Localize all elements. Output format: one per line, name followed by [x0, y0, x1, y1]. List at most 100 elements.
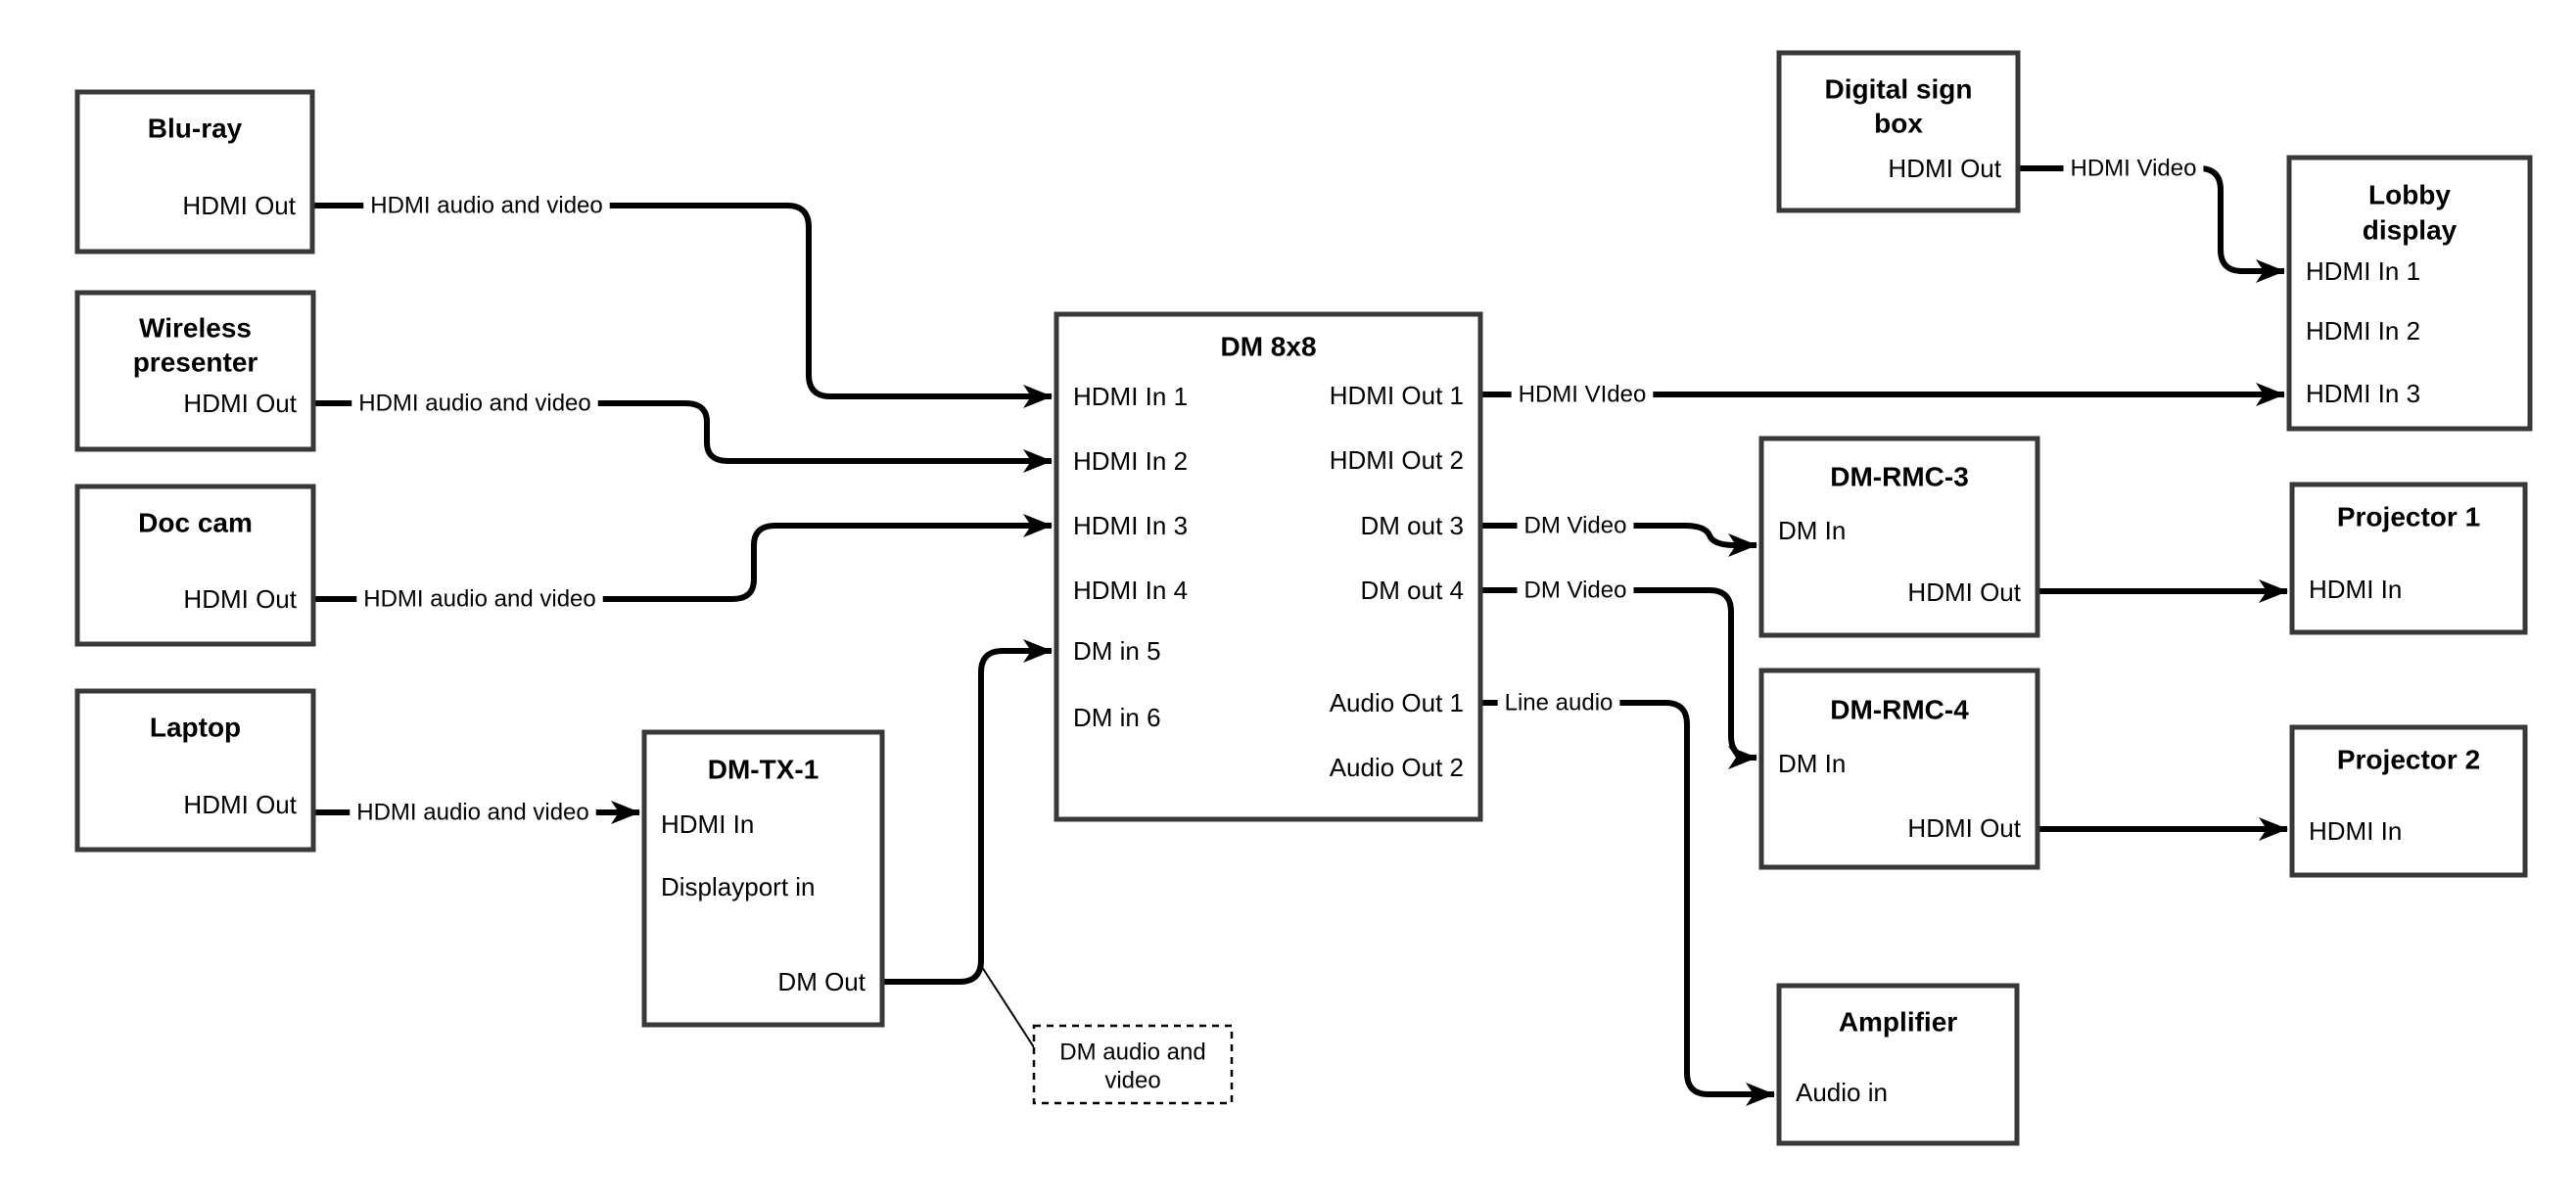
port-dm-tx-1-dm-out: DM Out [777, 967, 866, 996]
connector-audio-out-1-to-amplifier-label: Line audio [1505, 690, 1614, 716]
connector-audio-out-1-to-amplifier-label-bg [1497, 687, 1620, 718]
connector-bluray-to-hdmi-in-1-label: HDMI audio and video [370, 193, 602, 219]
port-dm-8x8-hdmi-in-4: HDMI In 4 [1073, 576, 1188, 605]
port-laptop-hdmi-out: HDMI Out [183, 790, 297, 819]
port-dm-8x8-audio-out-2: Audio Out 2 [1330, 753, 1464, 782]
port-dm-tx-1-displayport-in: Displayport in [661, 872, 816, 901]
node-amplifier-box [1776, 983, 2020, 1146]
connector-dm-out-4-to-rmc4-dm-in-label-bg [1517, 575, 1634, 606]
connector-dm-out-4-to-rmc4-dm-in [1480, 587, 1757, 769]
note-text-line-2: video [1104, 1068, 1160, 1094]
port-dm-8x8-hdmi-in-2: HDMI In 2 [1073, 446, 1188, 476]
port-lobby-display-hdmi-in-1: HDMI In 1 [2306, 256, 2420, 286]
port-dm-tx-1-hdmi-in: HDMI In [661, 809, 754, 839]
node-wireless-presenter-title-line-2: presenter [133, 347, 258, 378]
note-pointer-line [981, 966, 1035, 1048]
port-dm-8x8-hdmi-in-3: HDMI In 3 [1073, 511, 1188, 540]
port-projector-2-hdmi-in: HDMI In [2309, 816, 2402, 846]
connector-dm-out-3-to-rmc3-dm-in-label-bg [1517, 510, 1634, 541]
node-dm-rmc-3-title: DM-RMC-3 [1830, 462, 1969, 492]
connector-hdmi-out-1-to-lobby-hdmi-in-3-label: HDMI VIdeo [1519, 382, 1647, 408]
node-projector-1-box [2289, 482, 2528, 635]
connector-audio-out-1-to-amplifier [1480, 700, 1775, 1106]
node-laptop-box [74, 688, 316, 853]
connector-laptop-to-dmtx1-hdmi-in-label: HDMI audio and video [356, 800, 588, 826]
port-dm-8x8-dm-in-5: DM in 5 [1073, 636, 1161, 666]
port-amplifier-audio-in: Audio in [1796, 1078, 1888, 1107]
connector-laptop-to-dmtx1-hdmi-in-label-bg [350, 797, 596, 828]
node-dm-8x8-title: DM 8x8 [1220, 332, 1316, 362]
connector-hdmi-out-1-to-lobby-hdmi-in-3-label-bg [1511, 379, 1654, 410]
port-wireless-presenter-hdmi-out: HDMI Out [183, 389, 297, 418]
port-dm-8x8-dm-out-3: DM out 3 [1361, 511, 1465, 540]
note-text-line-1: DM audio and [1059, 1039, 1205, 1066]
node-digital-sign-box-box [1776, 50, 2021, 213]
node-projector-1: Projector 1 HDMI In [2289, 482, 2528, 635]
node-wireless-presenter-box [74, 290, 316, 452]
port-dm-rmc-4-hdmi-out: HDMI Out [1907, 813, 2021, 843]
connector-doccam-to-hdmi-in-3-label-bg [356, 583, 603, 615]
connector-dm-out-4-to-rmc4-dm-in-label: DM Video [1524, 577, 1627, 604]
port-dm-rmc-3-hdmi-out: HDMI Out [1907, 577, 2021, 607]
port-projector-1-hdmi-in: HDMI In [2309, 575, 2402, 604]
connector-bluray-to-hdmi-in-1 [312, 203, 1053, 408]
connector-wireless-to-hdmi-in-2 [313, 400, 1053, 473]
node-dm-tx-1-title: DM-TX-1 [708, 755, 820, 785]
node-lobby-display-title-line-1: Lobby [2368, 180, 2451, 210]
port-lobby-display-hdmi-in-2: HDMI In 2 [2306, 316, 2420, 346]
node-projector-2-box [2289, 724, 2528, 878]
node-dm-tx-1-box [641, 729, 885, 1028]
node-dm-8x8-box [1054, 311, 1483, 822]
port-dm-8x8-dm-out-4: DM out 4 [1361, 576, 1465, 605]
connector-wireless-to-hdmi-in-2-label-bg [351, 388, 598, 419]
port-blu-ray-hdmi-out: HDMI Out [182, 191, 296, 220]
connector-bluray-to-hdmi-in-1-label-bg [363, 190, 610, 221]
connector-doccam-to-hdmi-in-3-label: HDMI audio and video [363, 586, 595, 613]
note-box [1032, 1024, 1234, 1105]
port-dm-8x8-hdmi-in-1: HDMI In 1 [1073, 382, 1188, 411]
port-doc-cam-hdmi-out: HDMI Out [183, 584, 297, 614]
node-dm-rmc-3: DM-RMC-3 DM In HDMI Out [1758, 436, 2040, 638]
port-dm-rmc-4-dm-in: DM In [1778, 749, 1846, 778]
node-blu-ray-title: Blu-ray [148, 114, 243, 144]
connector-digitalsign-to-lobby-hdmi-in-1-label-bg [2063, 153, 2204, 184]
node-lobby-display-box [2286, 155, 2533, 432]
connector-dm-out-3-to-rmc3-dm-in-label: DM Video [1524, 513, 1627, 539]
node-projector-2: Projector 2 HDMI In [2289, 724, 2528, 878]
port-dm-8x8-audio-out-1: Audio Out 1 [1330, 688, 1464, 717]
node-digital-sign-box-title-line-1: Digital sign [1825, 74, 1973, 105]
connector-doccam-to-hdmi-in-3 [313, 514, 1053, 602]
node-doc-cam-title: Doc cam [138, 508, 253, 538]
port-dm-8x8-hdmi-out-1: HDMI Out 1 [1330, 381, 1464, 410]
node-digital-sign-box-title-line-2: box [1874, 109, 1923, 139]
node-laptop-title: Laptop [150, 713, 241, 743]
port-dm-rmc-3-dm-in: DM In [1778, 516, 1846, 545]
port-lobby-display-hdmi-in-3: HDMI In 3 [2306, 379, 2420, 408]
node-blu-ray-box [74, 89, 315, 254]
connector-dm-out-3-to-rmc3-dm-in [1480, 523, 1757, 557]
node-wireless-presenter-title-line-1: Wireless [139, 313, 252, 344]
node-lobby-display-title-line-2: display [2363, 215, 2458, 246]
node-projector-2-title: Projector 2 [2337, 745, 2480, 775]
node-amplifier-title: Amplifier [1839, 1007, 1957, 1038]
connector-digitalsign-to-lobby-hdmi-in-1 [2018, 165, 2285, 283]
port-dm-8x8-hdmi-out-2: HDMI Out 2 [1330, 445, 1464, 475]
connector-dmtx1-dm-out-to-dm-in-5 [882, 639, 1053, 985]
node-doc-cam-box [74, 484, 316, 647]
node-dm-rmc-4-box [1758, 668, 2040, 870]
node-projector-1-title: Projector 1 [2337, 502, 2480, 532]
connector-digitalsign-to-lobby-hdmi-in-1-label: HDMI Video [2071, 156, 2197, 182]
